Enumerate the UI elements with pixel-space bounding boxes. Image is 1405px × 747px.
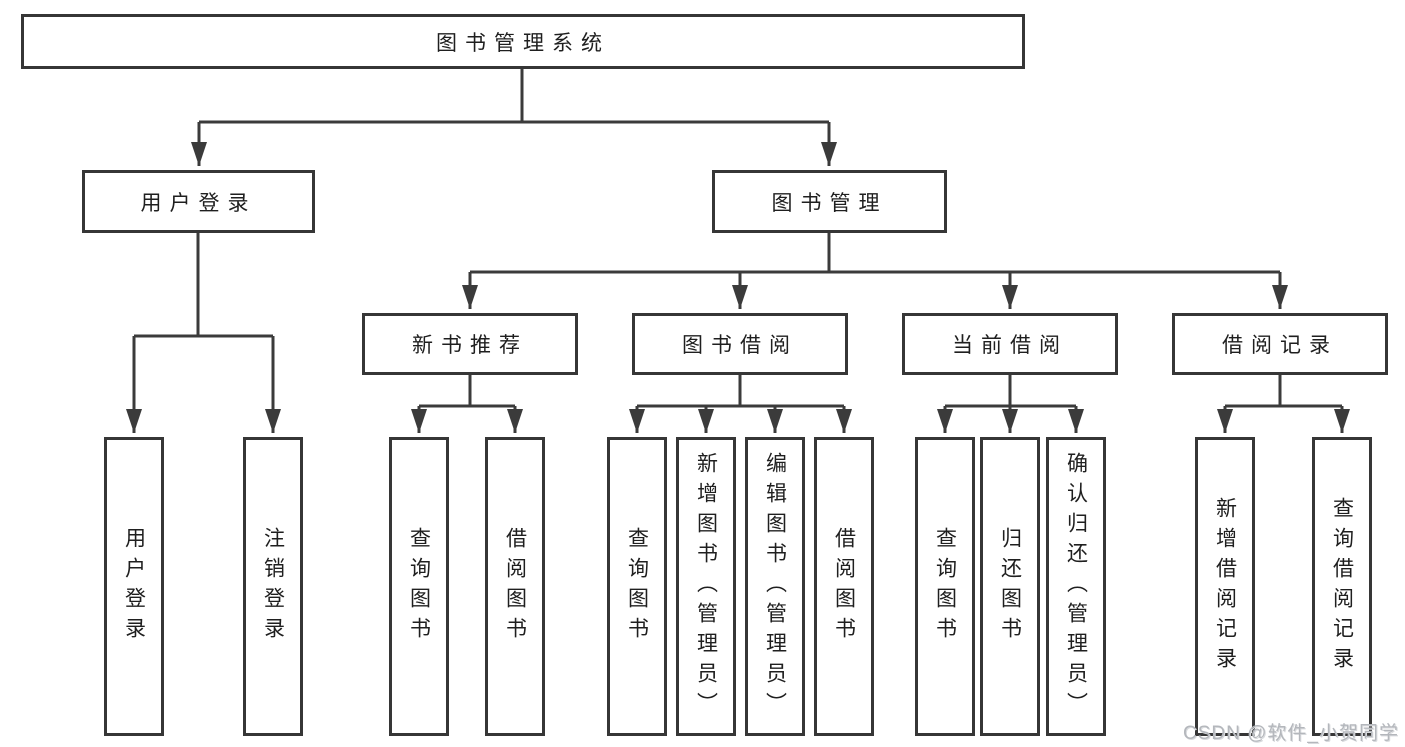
connector-new-book-recommendation-children: [411, 375, 523, 433]
connector-root-to-level2: [191, 69, 837, 166]
node-borrowing-records: 借阅记录: [1172, 313, 1388, 375]
connector-book-management-children: [462, 233, 1288, 309]
leaf-return-books-label: 归还图书: [998, 526, 1022, 647]
leaf-logout: 注销登录: [243, 437, 303, 736]
node-new-book-recommendation: 新书推荐: [362, 313, 578, 375]
leaf-query-borrow-record: 查询借阅记录: [1312, 437, 1372, 736]
leaf-query-books-current: 查询图书: [915, 437, 975, 736]
leaf-borrow-books-recommend-label: 借阅图书: [503, 526, 527, 647]
connector-user-login-children: [126, 233, 281, 433]
leaf-query-books-current-label: 查询图书: [933, 526, 957, 647]
leaf-user-login-label: 用户登录: [122, 526, 146, 647]
node-user-login: 用户登录: [82, 170, 315, 233]
node-book-management: 图书管理: [712, 170, 947, 233]
leaf-user-login: 用户登录: [104, 437, 164, 736]
csdn-watermark: CSDN @软件_小贺同学: [1183, 723, 1399, 744]
leaf-add-books-admin: 新增图书（管理员）: [676, 437, 736, 736]
leaf-add-borrow-record: 新增借阅记录: [1195, 437, 1255, 736]
leaf-edit-books-admin-label: 编辑图书（管理员）: [763, 451, 787, 722]
leaf-query-books-recommend: 查询图书: [389, 437, 449, 736]
leaf-query-books-borrowing-label: 查询图书: [625, 526, 649, 647]
leaf-query-borrow-record-label: 查询借阅记录: [1330, 496, 1354, 677]
node-library-management-system: 图书管理系统: [21, 14, 1025, 69]
leaf-borrow-books-recommend: 借阅图书: [485, 437, 545, 736]
node-book-borrowing: 图书借阅: [632, 313, 848, 375]
leaf-confirm-return-admin-label: 确认归还（管理员）: [1064, 451, 1088, 722]
leaf-borrow-books-borrowing: 借阅图书: [814, 437, 874, 736]
leaf-borrow-books-borrowing-label: 借阅图书: [832, 526, 856, 647]
connector-current-borrowing-children: [937, 375, 1084, 433]
leaf-add-books-admin-label: 新增图书（管理员）: [694, 451, 718, 722]
connector-book-borrowing-children: [629, 375, 852, 433]
node-current-borrowing: 当前借阅: [902, 313, 1118, 375]
leaf-add-borrow-record-label: 新增借阅记录: [1213, 496, 1237, 677]
leaf-query-books-recommend-label: 查询图书: [407, 526, 431, 647]
connector-borrowing-records-children: [1217, 375, 1350, 433]
leaf-return-books: 归还图书: [980, 437, 1040, 736]
leaf-edit-books-admin: 编辑图书（管理员）: [745, 437, 805, 736]
leaf-logout-label: 注销登录: [261, 526, 285, 647]
leaf-query-books-borrowing: 查询图书: [607, 437, 667, 736]
leaf-confirm-return-admin: 确认归还（管理员）: [1046, 437, 1106, 736]
